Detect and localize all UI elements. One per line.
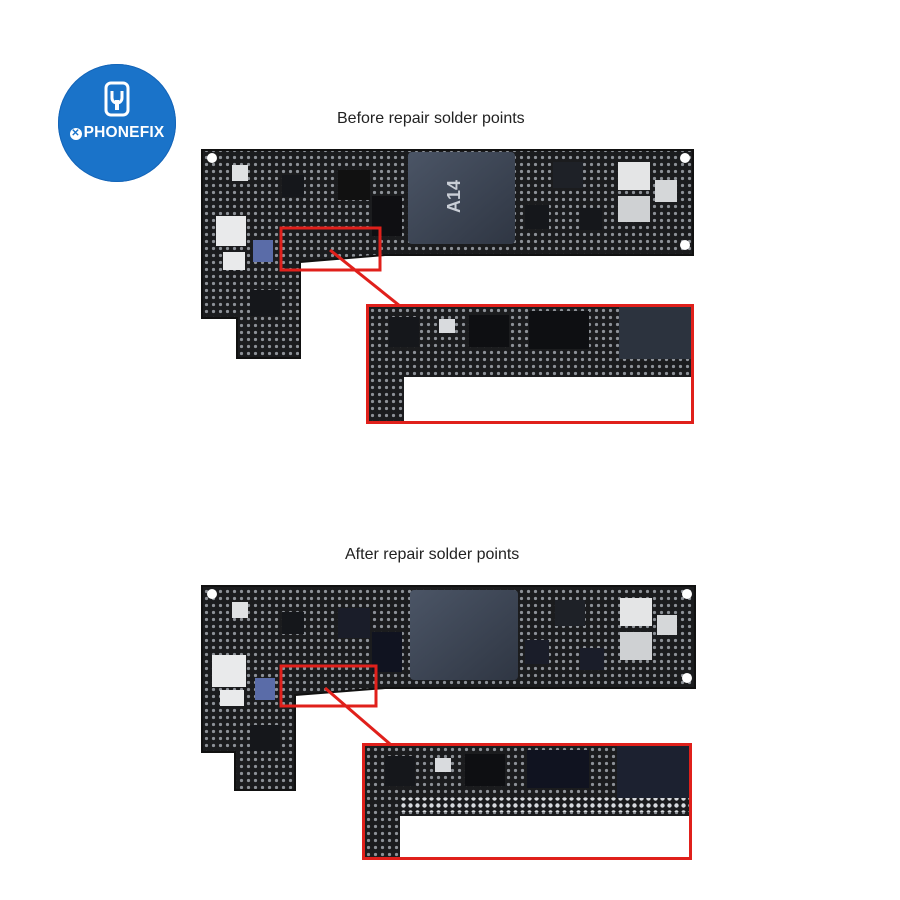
- before-zoom-panel: [366, 304, 694, 424]
- before-zoom-image: [369, 307, 691, 421]
- brand-mark-icon: ✕: [69, 128, 82, 140]
- before-caption: Before repair solder points: [337, 110, 525, 127]
- phonefix-logo: ✕PHONEFIX: [58, 64, 176, 182]
- after-caption: After repair solder points: [345, 546, 520, 563]
- before-chip-label: A14: [444, 179, 465, 214]
- brand-text: PHONEFIX: [83, 124, 165, 141]
- after-zoom-image: [365, 746, 689, 857]
- brand-name: ✕PHONEFIX: [58, 124, 176, 142]
- after-chip-label: A14: [448, 617, 469, 652]
- phone-repair-icon: [104, 81, 130, 117]
- after-zoom-panel: [362, 743, 692, 860]
